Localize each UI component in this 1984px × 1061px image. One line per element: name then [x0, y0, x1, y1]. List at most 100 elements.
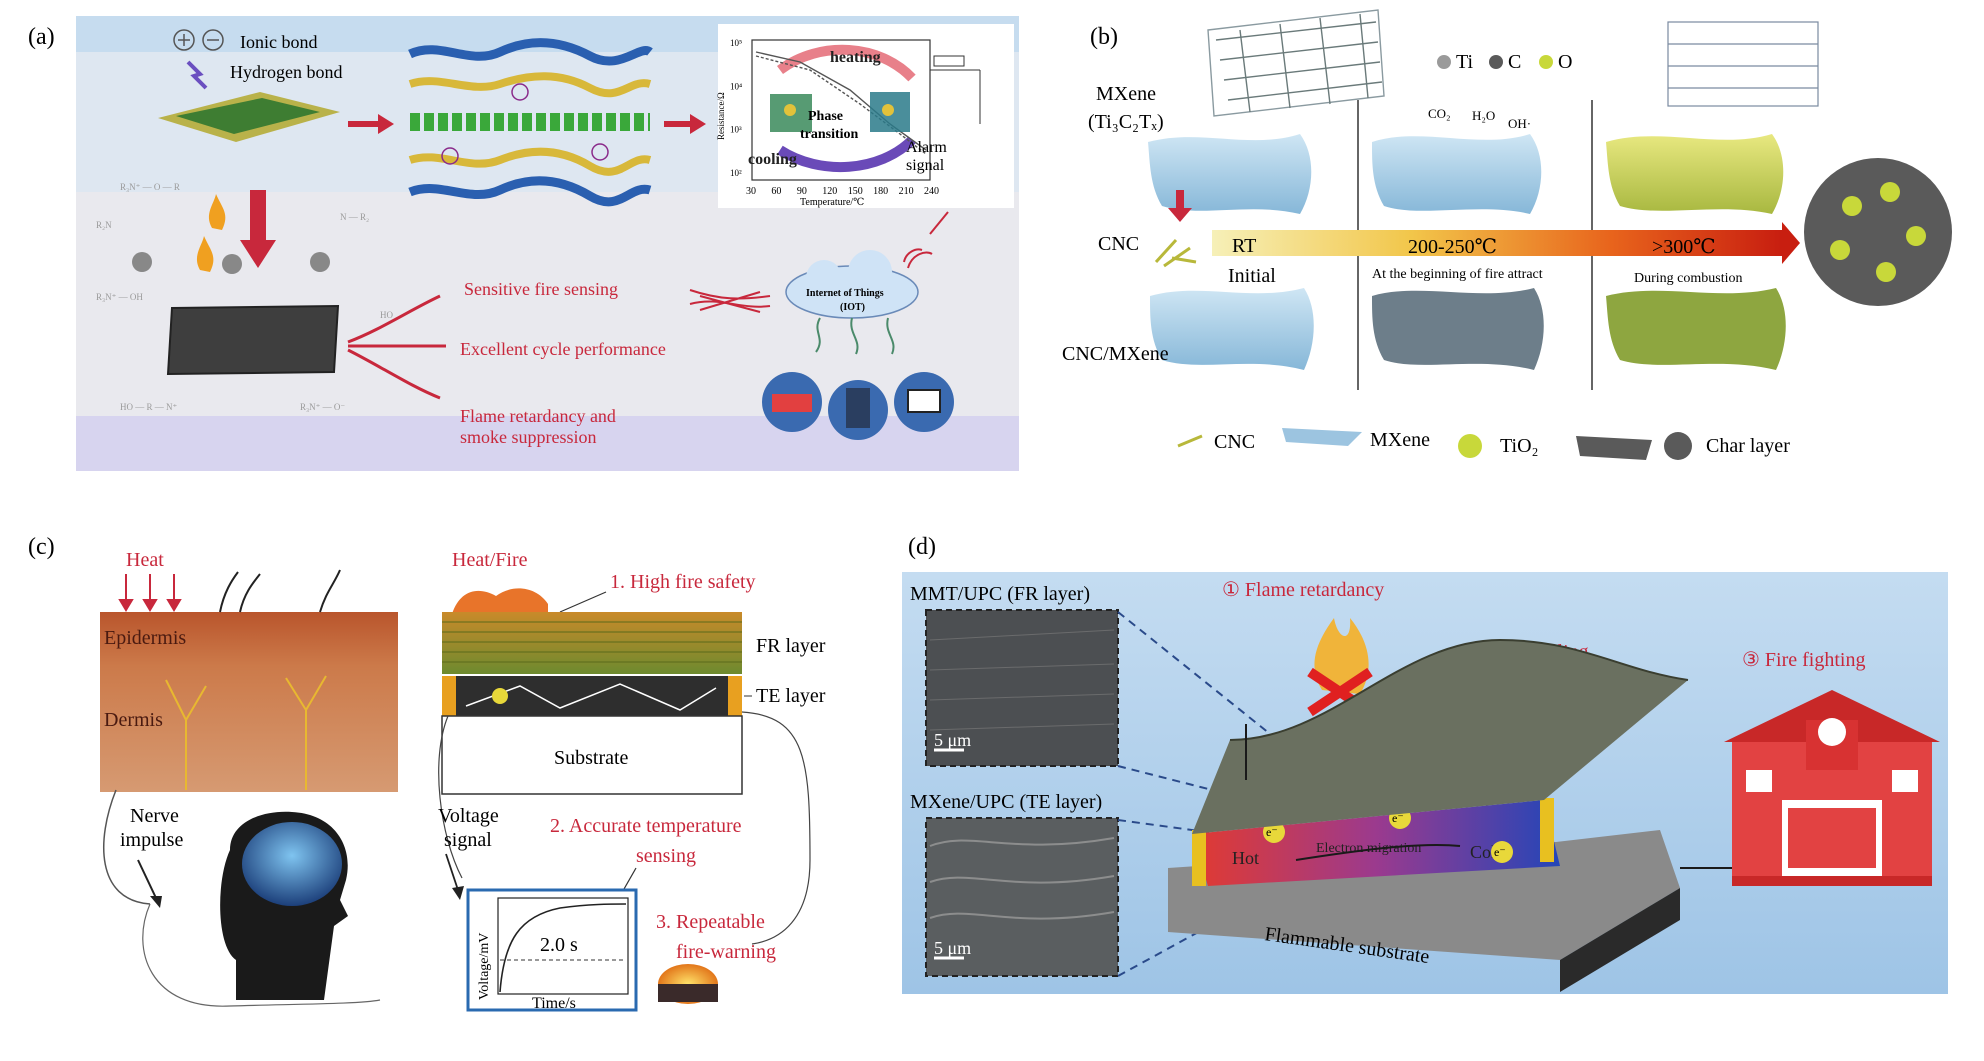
panel-d-label: (d) — [908, 534, 936, 560]
gas-oh-label: OH· — [1508, 116, 1531, 131]
brain-wire — [142, 903, 381, 1007]
skin-block — [100, 612, 398, 792]
feature-arrows — [347, 294, 446, 400]
ionic-bond-label: Ionic bond — [240, 32, 317, 52]
cnc-rods-icon — [1154, 238, 1197, 268]
te-layer-label: TE layer — [756, 685, 826, 707]
mxene-lattice-icon — [1207, 9, 1385, 117]
red-wire-icon — [689, 289, 771, 313]
legend-mxene-icon — [1282, 428, 1362, 446]
fire-station-icon — [1724, 690, 1940, 886]
electron-2-label: e⁻ — [1392, 811, 1404, 825]
chart-x-tick: 30 — [746, 186, 756, 197]
sem-texture-te — [929, 837, 1115, 920]
te-fibers — [465, 683, 717, 711]
item1-pointer — [559, 591, 607, 613]
fr-layer — [442, 612, 742, 674]
gas-co2-label: CO₂ — [1428, 106, 1451, 121]
item2-label-2: sensing — [636, 845, 696, 867]
down-arrow-c2-head — [452, 886, 464, 900]
item3-label-1: 3. Repeatable — [656, 911, 765, 933]
panel-d: (d) MMT/UPC (FR layer) 5 μm MXene/UPC (T… — [902, 534, 1948, 994]
cnc-mxene-sheet-high — [1606, 288, 1786, 370]
mxene-te-label: MXene/UPC (TE layer) — [910, 791, 1102, 813]
fr-slab-top — [1229, 638, 1689, 741]
crystal-icon — [770, 92, 910, 132]
item2-label-1: 2. Accurate temperature — [550, 815, 742, 837]
alarm-lamp-icon — [658, 964, 718, 1004]
polymer-chains-icon — [408, 38, 653, 207]
electron-3-icon — [1491, 841, 1513, 863]
chart-cooling-label: cooling — [748, 151, 797, 168]
temp-high-label: >300℃ — [1652, 236, 1716, 258]
nerve-icon — [165, 675, 327, 790]
mxene-sheet-mid — [1372, 134, 1542, 214]
hair-icon — [219, 569, 341, 613]
chart-x-tick: 210 — [899, 186, 914, 197]
panel-c-label: (c) — [28, 534, 55, 560]
down-arrow-c — [137, 859, 157, 899]
initial-label: Initial — [1228, 265, 1276, 287]
circuit-wire — [1245, 724, 1740, 869]
iot-label-1: Internet of Things — [806, 288, 884, 299]
temperature-arrow-head — [1782, 222, 1800, 264]
chart-phase-label: Phase — [808, 109, 843, 124]
voltage-plot: 2.0 s Voltage/mV Time/s — [466, 888, 638, 1012]
ti-atom-icon — [1437, 55, 1451, 69]
svg-text:R₃N⁺ — O⁻: R₃N⁺ — O⁻ — [300, 402, 345, 412]
temperature-arrow-bar — [1212, 230, 1782, 256]
chart-y-axis-label: Resistance/Ω — [716, 92, 726, 140]
cnc-label: CNC — [1098, 233, 1139, 255]
stage-high-label: During combustion — [1634, 271, 1743, 286]
chart-alarm-label-1: Alarm — [906, 139, 947, 156]
c-atom-icon — [1489, 55, 1503, 69]
panel-a: (a) Ionic bond Hydrogen bond — [28, 16, 1019, 471]
voltage-x-axis-label: Time/s — [532, 995, 576, 1012]
fr-layer-stripes — [442, 621, 742, 663]
step1-label: ① Flame retardancy — [1222, 579, 1384, 601]
down-arrow-a — [240, 190, 276, 268]
chart-transition-label: transition — [800, 127, 859, 142]
slab-bottom-side — [1560, 888, 1680, 992]
feature-sensitive-fire-sensing: Sensitive fire sensing — [464, 279, 618, 299]
down-arrow-c-head — [150, 896, 162, 908]
stage-mid-label: At the beginning of fire attract — [1372, 267, 1543, 282]
o-atom-icon — [1539, 55, 1553, 69]
nerve-label-2: impulse — [120, 829, 183, 851]
wifi-icon — [903, 211, 949, 269]
sem-image-fr — [925, 609, 1119, 767]
chart-x-tick: 180 — [873, 186, 888, 197]
chart-x-tick: 240 — [924, 186, 939, 197]
hot-label: Hot — [1232, 848, 1259, 868]
mxene-formula-label: (Ti₃C₂Tₓ) — [1088, 111, 1164, 133]
electron-1-label: e⁻ — [1266, 825, 1278, 839]
chart-y-tick: 10² — [730, 168, 742, 178]
arrow-a2-head — [690, 114, 706, 134]
migration-arrow — [1295, 843, 1461, 861]
chart-x-tick: 150 — [848, 186, 863, 197]
heat-fire-label: Heat/Fire — [452, 549, 528, 571]
te-electrode-left — [442, 676, 456, 716]
signal-wire-left — [438, 715, 463, 879]
chart-x-axis-label: Temperature/℃ — [800, 197, 864, 208]
atom-o-label: O — [1558, 51, 1572, 73]
step3-label: ③ Fire fighting — [1742, 649, 1865, 671]
legend-cnc-label: CNC — [1214, 431, 1255, 453]
substrate-label: Substrate — [554, 747, 629, 769]
mmt-label: MMT/UPC (FR layer) — [910, 583, 1090, 605]
voltage-signal-label-2: signal — [444, 829, 492, 851]
svg-text:N — R₂: N — R₂ — [340, 212, 369, 222]
chart-heating-label: heating — [830, 49, 881, 66]
legend-char-layer-icon — [1576, 436, 1652, 460]
iot-label-2: (IOT) — [840, 302, 865, 313]
alarm-icon — [933, 55, 965, 67]
svg-text:HO — R — N⁺: HO — R — N⁺ — [120, 402, 178, 412]
feature-excellent-cycle-performance: Excellent cycle performance — [460, 339, 666, 359]
tio2-lattice-icon — [1667, 21, 1819, 107]
epidermis-label: Epidermis — [104, 627, 186, 649]
down-arrow-c2 — [445, 853, 459, 891]
panel-c: (c) Heat Epidermis Dermis Nerve impulse — [28, 534, 826, 1012]
scalebar-1-label: 5 μm — [934, 730, 971, 750]
mxene-sheet-rt — [1148, 134, 1312, 214]
